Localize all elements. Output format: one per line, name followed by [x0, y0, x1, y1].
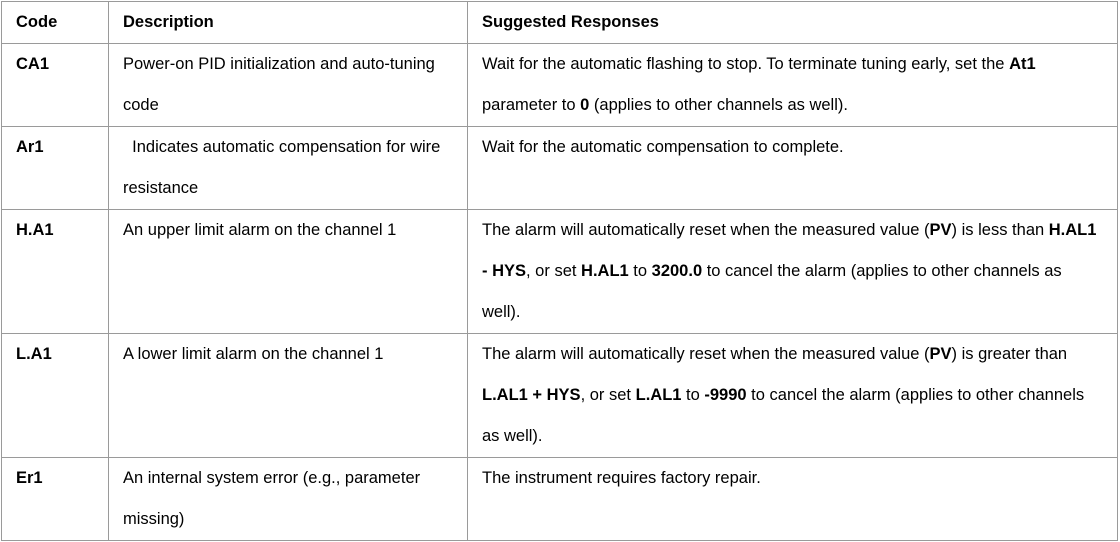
response-param: H.AL1 - HYS — [482, 221, 1097, 280]
row-description: A lower limit alarm on the channel 1 — [108, 333, 468, 458]
table-row: L.A1 A lower limit alarm on the channel … — [1, 333, 1118, 458]
response-text: Wait for the automatic compensation to c… — [482, 138, 844, 156]
row-response: The instrument requires factory repair. — [467, 457, 1118, 541]
response-text: parameter to — [482, 96, 581, 114]
response-value: -9990 — [704, 386, 747, 404]
response-text: Wait for the automatic flashing to stop.… — [482, 55, 1010, 73]
response-param: PV — [929, 221, 952, 239]
header-code: Code — [1, 1, 109, 44]
row-code: Er1 — [1, 457, 109, 541]
response-param: At1 — [1009, 55, 1036, 73]
response-text: The alarm will automatically reset when … — [482, 221, 930, 239]
row-description: Indicates automatic compensation for wir… — [108, 126, 468, 210]
response-param: L.AL1 — [635, 386, 682, 404]
table-row: CA1 Power-on PID initialization and auto… — [1, 43, 1118, 127]
response-text: , or set — [526, 262, 582, 280]
table-row: Er1 An internal system error (e.g., para… — [1, 457, 1118, 541]
row-response: The alarm will automatically reset when … — [467, 333, 1118, 458]
response-text: The alarm will automatically reset when … — [482, 345, 930, 363]
row-description: An upper limit alarm on the channel 1 — [108, 209, 468, 334]
row-code: L.A1 — [1, 333, 109, 458]
row-response: Wait for the automatic flashing to stop.… — [467, 43, 1118, 127]
response-param: H.AL1 — [581, 262, 629, 280]
response-value: 0 — [580, 96, 590, 114]
row-description: Power-on PID initialization and auto-tun… — [108, 43, 468, 127]
response-value: 3200.0 — [651, 262, 703, 280]
table-row: Ar1 Indicates automatic compensation for… — [1, 126, 1118, 210]
row-description-text: Indicates automatic compensation for wir… — [123, 138, 441, 197]
header-description: Description — [108, 1, 468, 44]
response-text: ) is less than — [951, 221, 1049, 239]
response-text: (applies to other channels as well). — [589, 96, 848, 114]
row-description: An internal system error (e.g., paramete… — [108, 457, 468, 541]
row-code: H.A1 — [1, 209, 109, 334]
table-row: H.A1 An upper limit alarm on the channel… — [1, 209, 1118, 334]
response-text: , or set — [580, 386, 636, 404]
response-text: ) is greater than — [951, 345, 1068, 363]
row-code: CA1 — [1, 43, 109, 127]
row-response: The alarm will automatically reset when … — [467, 209, 1118, 334]
response-text: to cancel the alarm (applies to other ch… — [482, 262, 1062, 321]
response-param: L.AL1 + HYS — [482, 386, 581, 404]
response-text: to — [681, 386, 705, 404]
response-param: PV — [929, 345, 952, 363]
response-text: The instrument requires factory repair. — [482, 469, 761, 487]
header-suggested-responses: Suggested Responses — [467, 1, 1118, 44]
table-header-row: Code Description Suggested Responses — [1, 1, 1118, 44]
response-text: to — [628, 262, 652, 280]
row-response: Wait for the automatic compensation to c… — [467, 126, 1118, 210]
response-text: to cancel the alarm (applies to other ch… — [482, 386, 1085, 445]
row-code: Ar1 — [1, 126, 109, 210]
